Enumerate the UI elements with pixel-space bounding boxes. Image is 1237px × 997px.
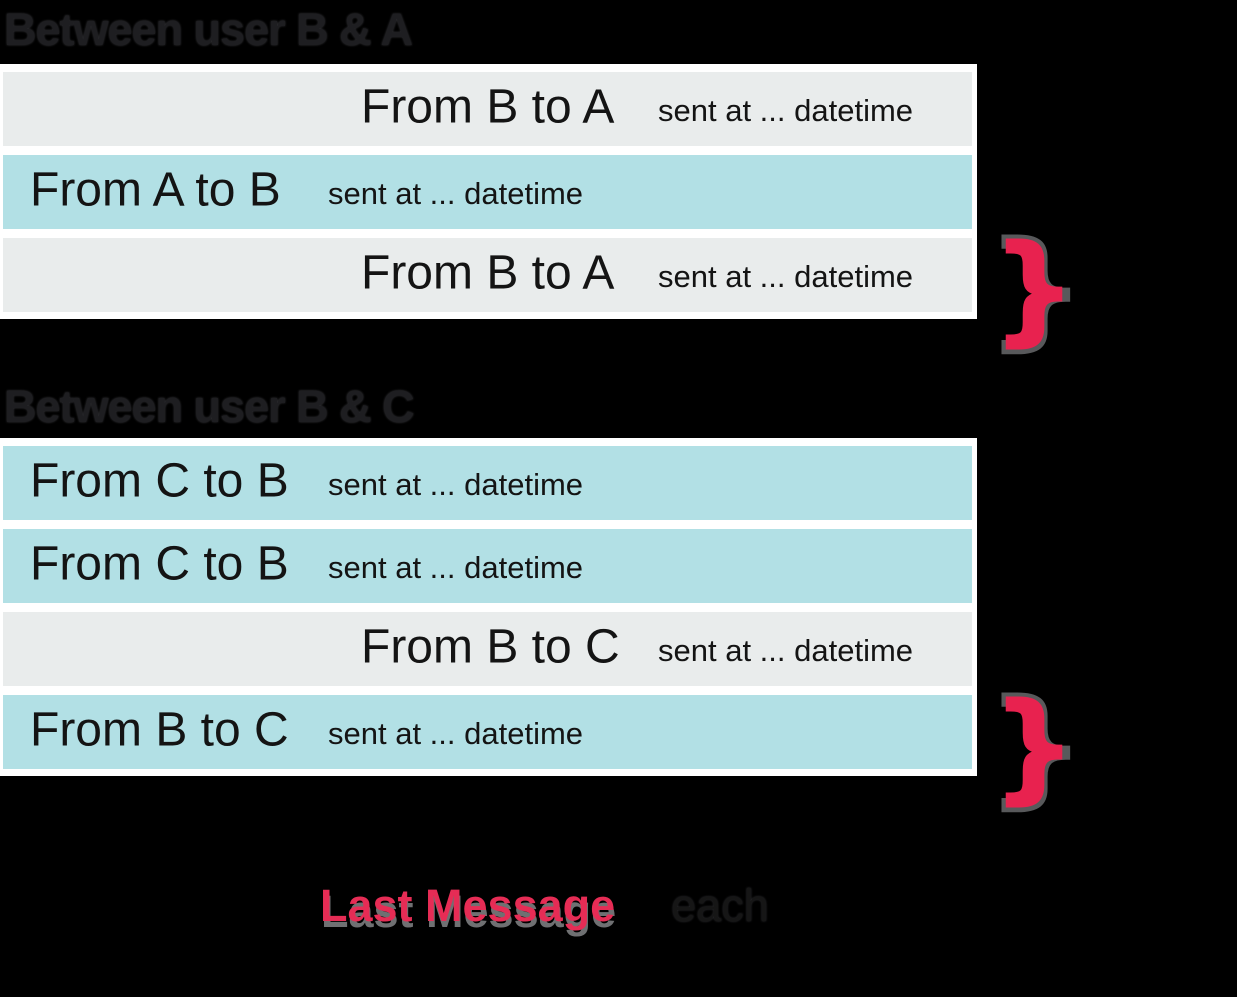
conversation-b-c: From C to B sent at ... datetime From C …: [0, 438, 977, 776]
timestamp-label: sent at ... datetime: [658, 259, 914, 295]
message-row: From B to C sent at ... datetime: [3, 695, 972, 769]
message-label: From C to B: [30, 537, 289, 591]
message-row: From A to B sent at ... datetime: [3, 155, 972, 229]
curly-brace-glyph: }: [991, 219, 1077, 357]
last-message-label: Last Message: [320, 880, 616, 931]
section-title-b-and-a: Between user B & A: [4, 4, 413, 55]
timestamp-label: sent at ... datetime: [328, 467, 584, 503]
message-label: From B to C: [30, 703, 289, 757]
message-label: From B to A: [361, 246, 615, 300]
message-label: From B to A: [361, 80, 615, 134]
timestamp-label: sent at ... datetime: [328, 716, 584, 752]
timestamp-label: sent at ... datetime: [328, 176, 584, 212]
timestamp-label: sent at ... datetime: [658, 93, 914, 129]
timestamp-label: sent at ... datetime: [658, 633, 914, 669]
curly-brace-icon: } }: [983, 223, 1089, 353]
curly-brace-shadow: }: [982, 670, 1089, 822]
message-row: From B to A sent at ... datetime: [3, 238, 972, 312]
each-label: each: [671, 880, 769, 931]
section-title-b-and-c: Between user B & C: [4, 381, 415, 432]
curly-brace-icon: } }: [983, 681, 1089, 811]
message-row: From C to B sent at ... datetime: [3, 529, 972, 603]
message-label: From B to C: [361, 620, 620, 674]
message-label: From A to B: [30, 163, 281, 217]
message-row: From C to B sent at ... datetime: [3, 446, 972, 520]
message-row: From B to C sent at ... datetime: [3, 612, 972, 686]
message-row: From B to A sent at ... datetime: [3, 72, 972, 146]
curly-brace-glyph: }: [991, 677, 1077, 815]
legend: Last Message each: [320, 880, 769, 932]
message-label: From C to B: [30, 454, 289, 508]
conversation-b-a: From B to A sent at ... datetime From A …: [0, 64, 977, 319]
curly-brace-shadow: }: [982, 212, 1089, 364]
timestamp-label: sent at ... datetime: [328, 550, 584, 586]
